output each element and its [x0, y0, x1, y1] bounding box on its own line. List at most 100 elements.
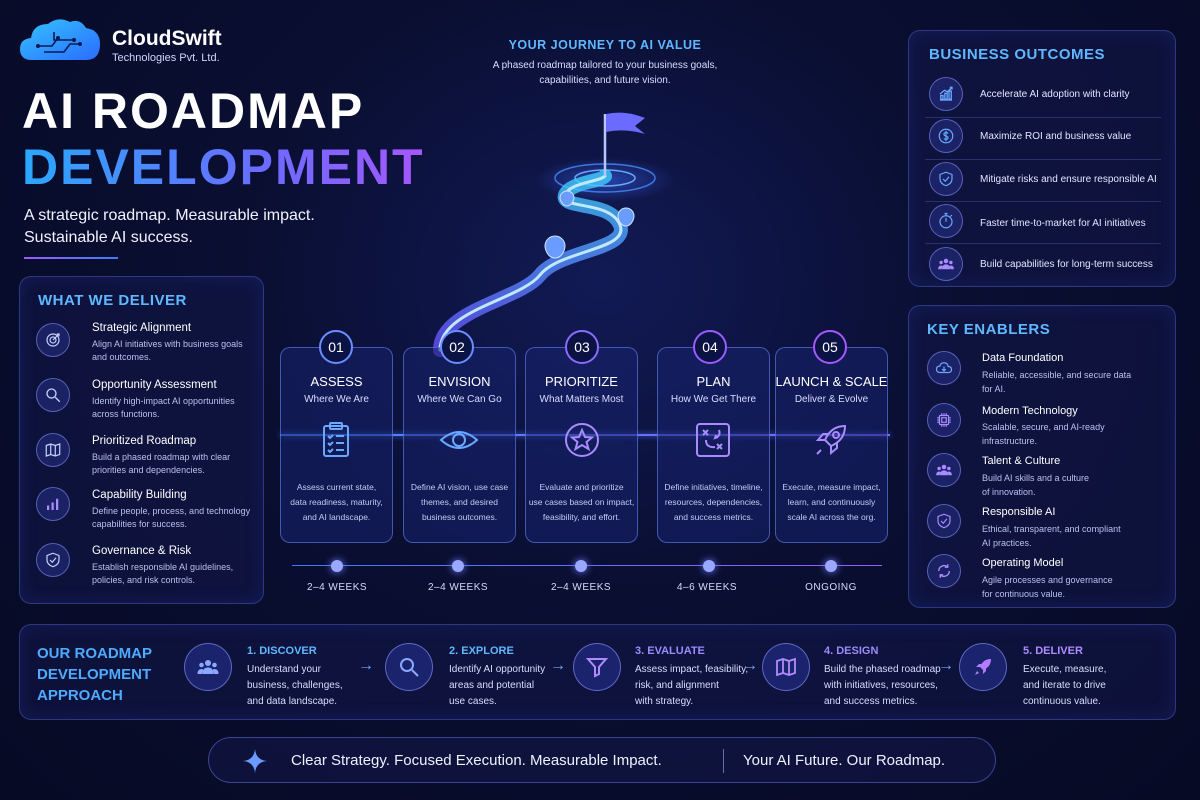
approach-title-line3: APPROACH: [37, 687, 123, 704]
shield-icon: [927, 504, 961, 538]
star-badge-icon: [565, 423, 599, 457]
stage-duration: ONGOING: [805, 582, 857, 593]
enabler-title: Operating Model: [982, 557, 1064, 569]
people-icon: [927, 453, 961, 487]
stage-title: ASSESS: [310, 374, 363, 389]
hero-title-line2: DEVELOPMENT: [22, 139, 425, 195]
enabler-title: Responsible AI: [982, 506, 1056, 518]
deliver-item-desc: and outcomes.: [92, 352, 152, 362]
eye-icon: [439, 431, 479, 449]
journey-desc-line2: capabilities, and future vision.: [539, 75, 671, 86]
approach-step-title: 2. EXPLORE: [449, 645, 514, 657]
cycle-icon: [927, 554, 961, 588]
brand-subtitle: Technologies Pvt. Ltd.: [112, 52, 220, 64]
enabler-title: Data Foundation: [982, 352, 1064, 364]
bar-chart-icon: [36, 487, 70, 521]
enabler-desc: for continuous value.: [982, 589, 1066, 599]
stage-desc: Evaluate and prioritize: [539, 482, 624, 492]
deliver-item-desc: policies, and risk controls.: [92, 575, 196, 585]
growth-chart-icon: [929, 77, 963, 111]
brand-logo: CloudSwift Technologies Pvt. Ltd.: [18, 14, 278, 70]
deliver-item-title: Prioritized Roadmap: [92, 435, 197, 447]
stage-title: PRIORITIZE: [545, 374, 618, 389]
approach-step-desc: Build the phased roadmap: [824, 664, 941, 675]
approach-title-line1: OUR ROADMAP: [37, 645, 152, 662]
stage-number: 02: [440, 330, 474, 364]
clipboard-icon: [323, 422, 349, 457]
approach-step-desc: risk, and alignment: [635, 680, 719, 691]
shield-check-icon: [36, 543, 70, 577]
stage-title: LAUNCH & SCALE: [775, 374, 888, 389]
hero-tagline-line2: Sustainable AI success.: [24, 229, 193, 246]
footer-left-text: Clear Strategy. Focused Execution. Measu…: [291, 752, 662, 769]
deliver-item-title: Governance & Risk: [92, 545, 192, 557]
timeline-dot: [703, 560, 715, 572]
stage-duration: 4–6 WEEKS: [676, 582, 738, 593]
outcome-text: Accelerate AI adoption with clarity: [980, 89, 1130, 100]
stage-duration: 2–4 WEEKS: [306, 582, 368, 593]
stage-desc: Execute, measure impact,: [782, 482, 881, 492]
outcome-divider: [925, 201, 1161, 202]
enabler-title: Modern Technology: [982, 405, 1078, 417]
timeline-dot: [825, 560, 837, 572]
footer-right-text: Your AI Future. Our Roadmap.: [743, 752, 946, 769]
cloud-circuit-icon: [20, 19, 100, 60]
stage-subtitle: Deliver & Evolve: [794, 394, 869, 405]
chip-icon: [927, 403, 961, 437]
outcome-divider: [925, 159, 1161, 160]
deliver-item-desc: Define people, process, and technology: [92, 506, 251, 516]
enabler-desc: of innovation.: [982, 487, 1036, 497]
timeline-line: [292, 565, 882, 566]
approach-step-desc: with initiatives, resources,: [824, 680, 938, 691]
enabler-title: Talent & Culture: [982, 455, 1061, 467]
stage-subtitle: Where We Are: [304, 394, 369, 405]
magnifier-icon: [385, 643, 433, 691]
arrow-right-icon: →: [938, 657, 954, 674]
stage-desc: Define AI vision, use case: [410, 482, 509, 492]
enabler-desc: Ethical, transparent, and compliant: [982, 524, 1121, 534]
outcome-divider: [925, 243, 1161, 244]
sparkle-icon: [243, 749, 267, 773]
journey-path-graphic: [433, 112, 675, 357]
deliver-item-title: Opportunity Assessment: [92, 379, 217, 391]
deliver-item-desc: capabilities for success.: [92, 519, 188, 529]
approach-step-desc: and data landscape.: [247, 696, 338, 707]
stage-desc: learn, and continuously: [787, 497, 876, 507]
stage-number: 03: [565, 330, 599, 364]
approach-panel: OUR ROADMAP DEVELOPMENT APPROACH 1. DISC…: [19, 624, 1176, 720]
approach-step-desc: business, challenges,: [247, 680, 343, 691]
approach-step-desc: with strategy.: [635, 696, 694, 707]
stopwatch-icon: [929, 204, 963, 238]
approach-step-desc: continuous value.: [1023, 696, 1101, 707]
arrow-right-icon: →: [358, 657, 374, 674]
approach-step-desc: Assess impact, feasibility,: [635, 664, 749, 675]
stage-subtitle: How We Get There: [670, 394, 757, 405]
outcome-text: Build capabilities for long-term success: [980, 259, 1153, 270]
brand-name: CloudSwift: [112, 27, 222, 50]
stage-card-assess: [280, 347, 393, 543]
shield-check-icon: [929, 162, 963, 196]
map-icon: [762, 643, 810, 691]
key-enablers-title: KEY ENABLERS: [927, 321, 1051, 338]
stage-number: 05: [813, 330, 847, 364]
funnel-icon: [573, 643, 621, 691]
hero-tagline-line1: A strategic roadmap. Measurable impact.: [24, 207, 315, 224]
deliver-item-desc: Align AI initiatives with business goals: [92, 339, 243, 349]
approach-step-title: 3. EVALUATE: [635, 645, 705, 657]
approach-step-desc: and success metrics.: [824, 696, 918, 707]
what-we-deliver-title: WHAT WE DELIVER: [38, 292, 187, 309]
rocket-icon: [815, 424, 847, 456]
stage-desc: and AI landscape.: [302, 512, 371, 522]
cloud-icon: [927, 351, 961, 385]
target-icon: [36, 323, 70, 357]
rocket-icon: [959, 643, 1007, 691]
stage-subtitle: What Matters Most: [539, 394, 624, 405]
deliver-item-desc: Build a phased roadmap with clear: [92, 452, 231, 462]
enabler-desc: Reliable, accessible, and secure data: [982, 370, 1132, 380]
stage-title: ENVISION: [428, 374, 491, 389]
strategy-board-icon: [696, 423, 730, 457]
approach-step-desc: areas and potential: [449, 680, 535, 691]
timeline-dot: [452, 560, 464, 572]
map-icon: [36, 433, 70, 467]
stage-desc: business outcomes.: [421, 512, 498, 522]
